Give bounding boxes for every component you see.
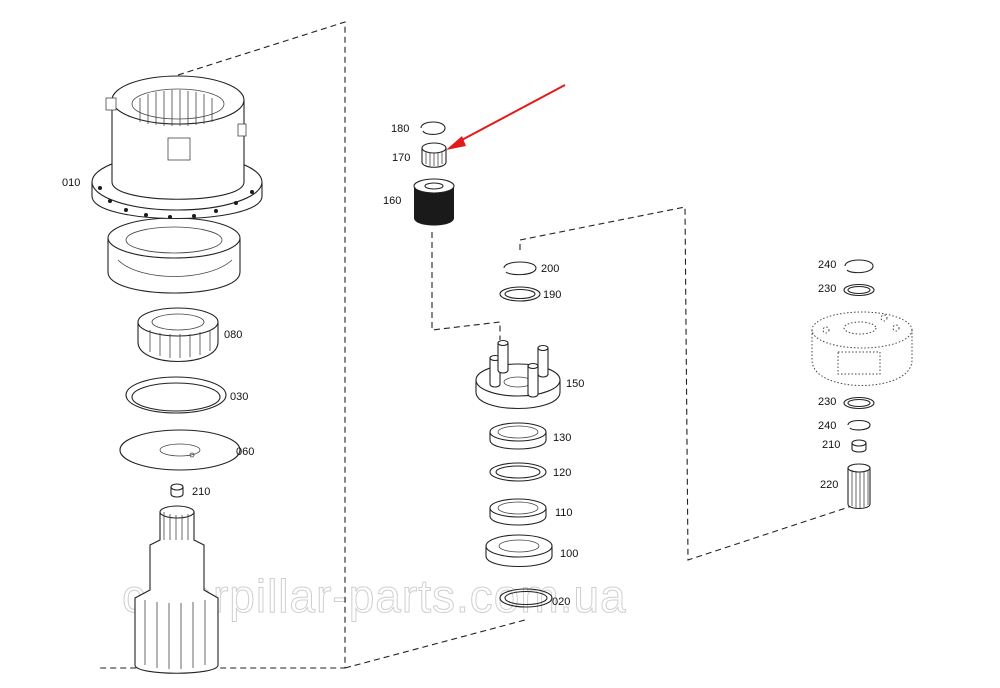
part-020-ring-center [499, 588, 553, 608]
part-030-ring [125, 376, 227, 414]
part-label-010: 010 [62, 177, 80, 189]
part-label-030: 030 [230, 391, 248, 403]
highlight-arrow [446, 84, 566, 150]
part-170-needle-bearing [421, 142, 447, 168]
part-label-160: 160 [383, 195, 401, 207]
part-labels: 010 080 030 060 210 180 170 160 200 190 150 130 120 1… [62, 123, 840, 608]
part-100-bearing [485, 534, 553, 568]
part-label-200: 200 [541, 263, 559, 275]
part-label-110: 110 [555, 507, 573, 519]
part-240-circlip-bottom [847, 419, 871, 431]
part-240-circlip-top [844, 259, 874, 274]
part-label-170: 170 [392, 152, 410, 164]
part-label-210a: 210 [192, 486, 210, 498]
part-label-240b: 240 [818, 420, 836, 432]
part-label-120: 120 [553, 467, 571, 479]
part-080-bearing [137, 307, 219, 363]
part-230-washer-bottom [843, 396, 875, 410]
part-label-180: 180 [391, 123, 409, 135]
part-label-020: 020 [552, 596, 570, 608]
part-210-bushing-left [170, 483, 184, 498]
part-130-bearing-cage [489, 422, 547, 450]
part-label-130: 130 [553, 432, 571, 444]
part-label-230b: 230 [818, 396, 836, 408]
part-label-240a: 240 [818, 259, 836, 271]
assembly-dashed-lines [100, 21, 856, 669]
part-060-plate [119, 429, 241, 471]
part-label-230a: 230 [818, 283, 836, 295]
part-010-housing [91, 75, 263, 294]
part-200-snap-ring [503, 261, 537, 276]
part-label-210b: 210 [822, 439, 840, 451]
part-150-carrier [475, 339, 561, 410]
part-210-bushing-right [851, 439, 867, 453]
part-label-080: 080 [224, 329, 242, 341]
part-label-100: 100 [560, 548, 578, 560]
part-160-planet-gear [413, 178, 455, 226]
part-110-bearing-cage [489, 498, 547, 526]
part-220-pinion [847, 463, 871, 510]
part-180-circlip [420, 121, 446, 135]
part-label-190: 190 [543, 289, 561, 301]
part-190-washer [499, 286, 541, 302]
part-120-ring [489, 462, 547, 482]
part-label-150: 150 [566, 378, 584, 390]
part-230-washer-top [843, 283, 875, 297]
part-label-060: 060 [236, 446, 254, 458]
part-020-shaft [134, 505, 219, 674]
part-planet-carrier-right [811, 311, 913, 386]
part-label-220: 220 [820, 479, 838, 491]
